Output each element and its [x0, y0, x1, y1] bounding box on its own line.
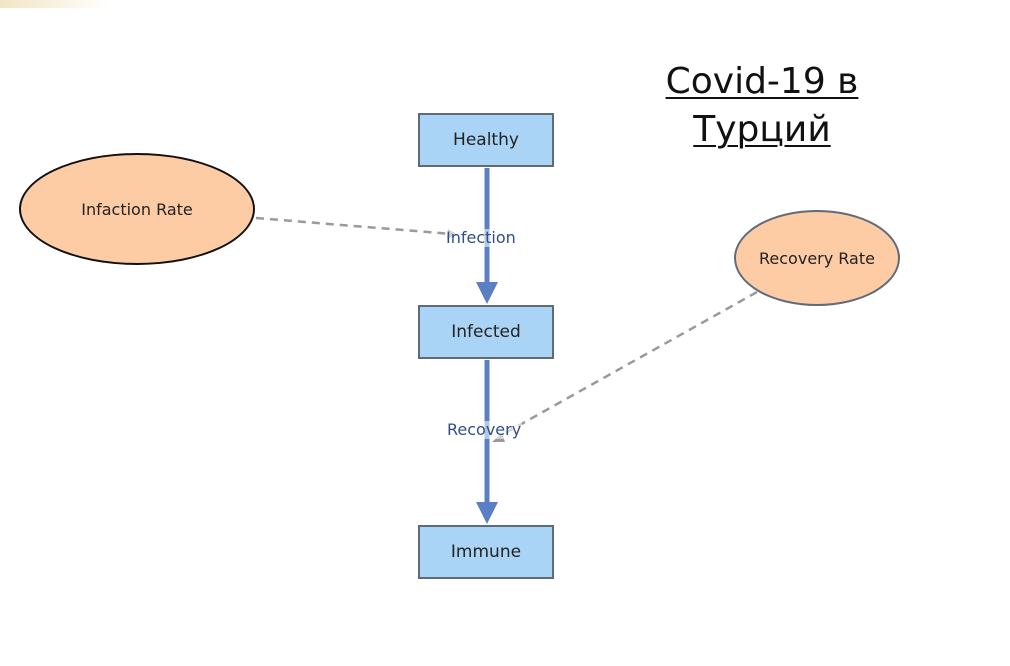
- variable-infaction-rate[interactable]: Infaction Rate: [19, 153, 255, 265]
- flow-recovery-label[interactable]: Recovery: [446, 420, 523, 439]
- diagram-title-line-2: Турций: [693, 109, 831, 150]
- stock-healthy[interactable]: Healthy: [418, 113, 554, 167]
- flow-infection-label[interactable]: Infection: [445, 228, 517, 247]
- variable-recovery-rate[interactable]: Recovery Rate: [734, 210, 900, 306]
- link-infaction-rate-to-infection[interactable]: [255, 216, 458, 239]
- variable-recovery-rate-label: Recovery Rate: [759, 248, 875, 268]
- corner-decoration: [0, 0, 110, 8]
- stock-immune[interactable]: Immune: [418, 525, 554, 579]
- stock-infected[interactable]: Infected: [418, 305, 554, 359]
- stock-healthy-label: Healthy: [453, 130, 519, 150]
- stock-immune-label: Immune: [450, 542, 522, 562]
- diagram-title: Covid-19 в Турций: [640, 58, 884, 154]
- diagram-title-line-1: Covid-19 в: [665, 61, 859, 102]
- flow-infection-arrow[interactable]: [476, 168, 498, 304]
- stock-infected-label: Infected: [451, 322, 521, 342]
- variable-infaction-rate-label: Infaction Rate: [81, 199, 193, 219]
